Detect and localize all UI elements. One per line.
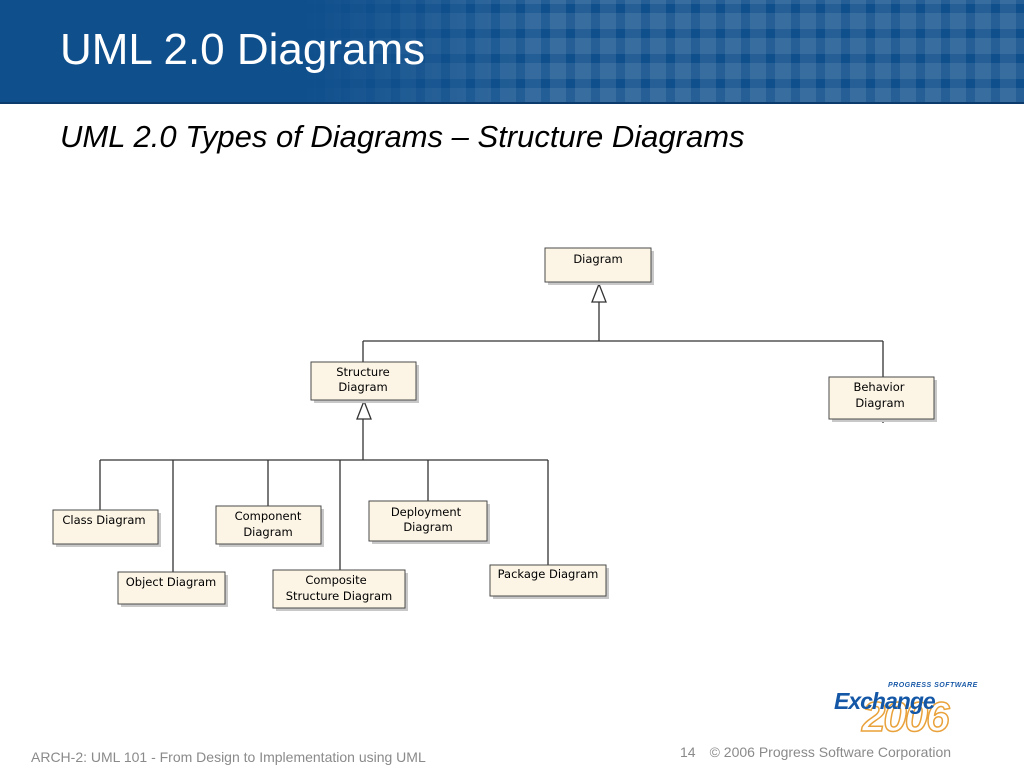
node-composite-structure-diagram: Composite Structure Diagram bbox=[272, 569, 408, 611]
footer-session-title: ARCH-2: UML 101 - From Design to Impleme… bbox=[31, 749, 426, 765]
node-structure-label-line2: Diagram bbox=[338, 380, 387, 394]
node-composite-label-line2: Structure Diagram bbox=[286, 589, 393, 603]
node-structure-label-line1: Structure bbox=[336, 365, 390, 379]
node-package-diagram: Package Diagram bbox=[489, 564, 609, 599]
slide-title: UML 2.0 Diagrams bbox=[60, 25, 426, 74]
page-number: 14 bbox=[680, 744, 696, 760]
node-deployment-label-line2: Diagram bbox=[403, 520, 452, 534]
node-object-diagram: Object Diagram bbox=[117, 571, 228, 607]
node-deployment-diagram: Deployment Diagram bbox=[368, 500, 490, 544]
node-component-diagram: Component Diagram bbox=[215, 505, 324, 547]
node-composite-label-line1: Composite bbox=[305, 573, 366, 587]
generalization-arrow-diagram bbox=[591, 282, 607, 303]
header-divider bbox=[0, 102, 1024, 104]
copyright-text: © 2006 Progress Software Corporation bbox=[709, 744, 952, 760]
node-structure-diagram: Structure Diagram bbox=[310, 361, 419, 403]
node-behavior-label-line1: Behavior bbox=[853, 380, 904, 394]
node-behavior-label-line2: Diagram bbox=[855, 396, 904, 410]
footer-right: 14 © 2006 Progress Software Corporation bbox=[680, 744, 951, 760]
logo-small-text: PROGRESS SOFTWARE bbox=[888, 682, 978, 689]
slide-header bbox=[0, 0, 1024, 104]
node-behavior-diagram: Behavior Diagram bbox=[828, 376, 937, 422]
node-package-label: Package Diagram bbox=[498, 567, 599, 581]
node-diagram: Diagram bbox=[544, 247, 654, 285]
slide-subtitle: UML 2.0 Types of Diagrams – Structure Di… bbox=[60, 119, 745, 154]
node-deployment-label-line1: Deployment bbox=[391, 505, 462, 519]
node-diagram-label: Diagram bbox=[573, 252, 622, 266]
node-object-label: Object Diagram bbox=[126, 575, 216, 589]
node-component-label-line2: Diagram bbox=[243, 525, 292, 539]
node-class-label: Class Diagram bbox=[62, 513, 145, 527]
diagram-edges bbox=[99, 282, 884, 572]
node-class-diagram: Class Diagram bbox=[52, 509, 161, 547]
node-component-label-line1: Component bbox=[235, 509, 302, 523]
logo-year: 2006 bbox=[861, 693, 950, 740]
generalization-arrow-structure bbox=[356, 399, 372, 420]
header-square-pattern bbox=[300, 0, 1024, 104]
exchange-2006-logo: 2006 PROGRESS SOFTWARE Exchange bbox=[832, 682, 992, 744]
logo-word: Exchange bbox=[834, 688, 936, 714]
